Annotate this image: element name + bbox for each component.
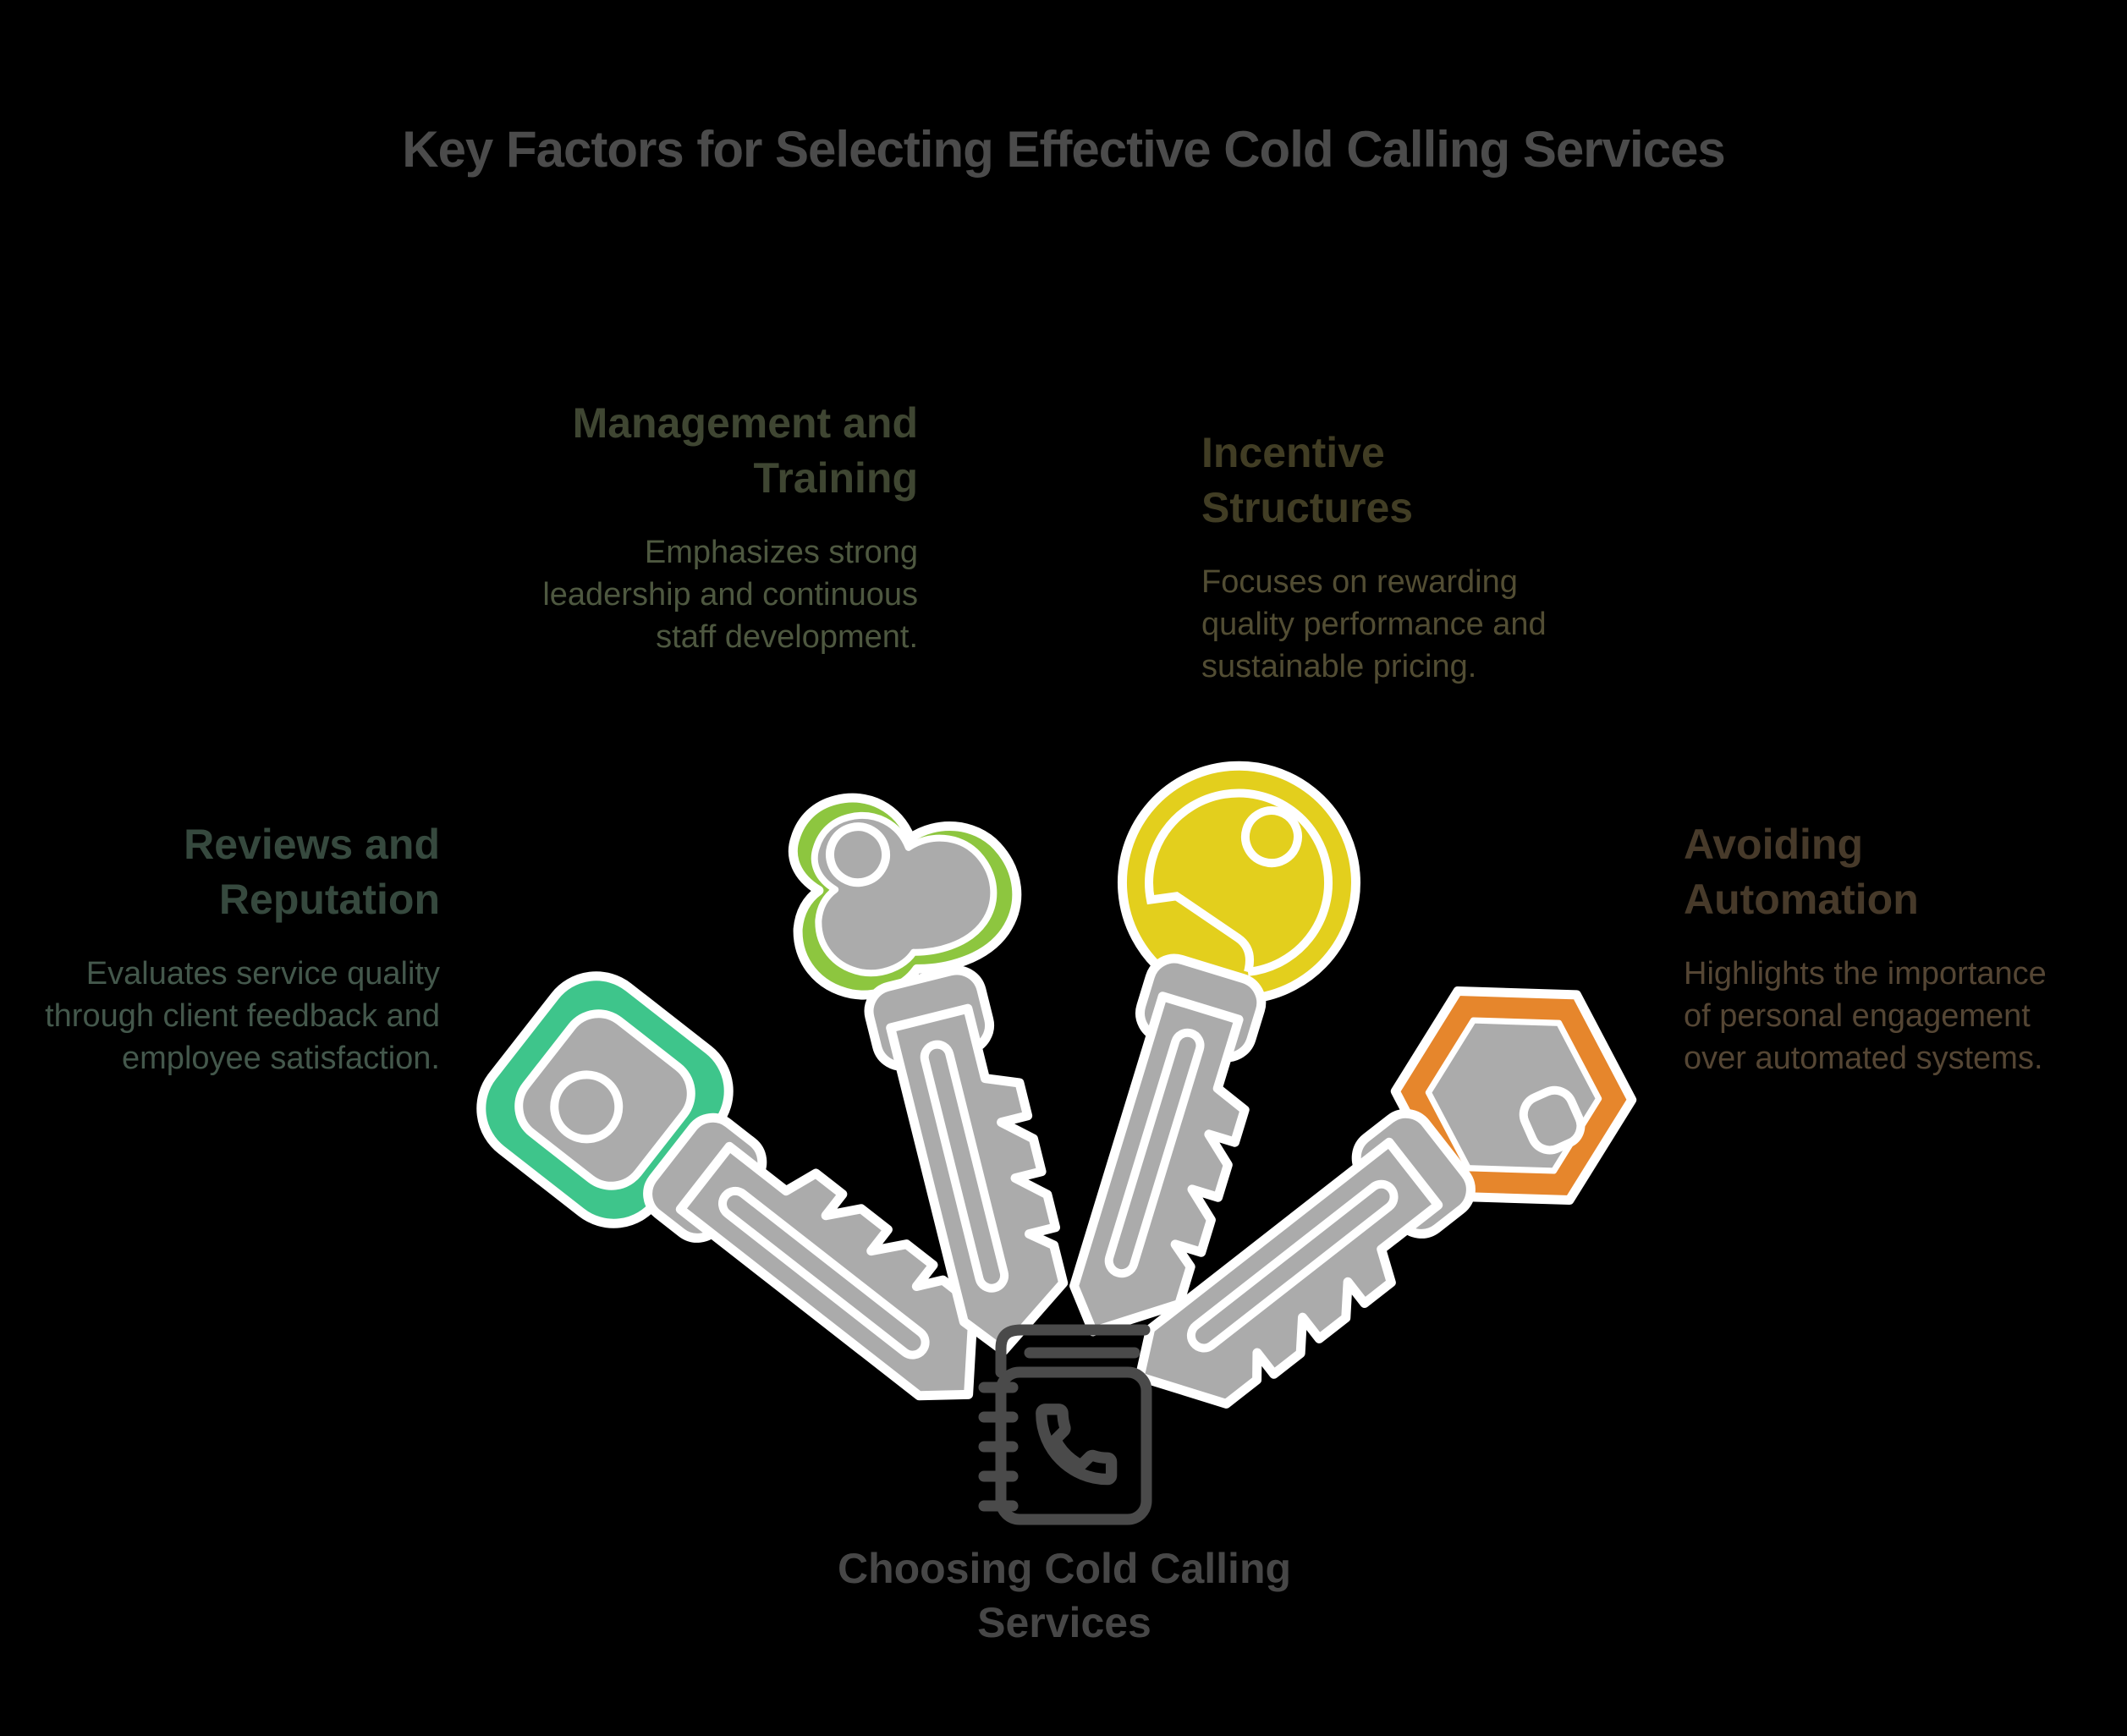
book-cover-flap (995, 1324, 1151, 1378)
key-icon-avoiding-orange (1135, 911, 1697, 1409)
key-icon-reviews-teal (476, 971, 979, 1401)
factor-heading-management-and-training: Management and Training (572, 399, 918, 502)
factor-heading-avoiding-automation: Avoiding Automation (1684, 821, 1919, 923)
key-head-ring-yellow (1145, 788, 1333, 976)
factor-heading-reviews-and-reputation: Reviews and Reputation (184, 821, 440, 923)
key-groove-teal (718, 1186, 930, 1360)
phone-handset-icon (1036, 1404, 1118, 1486)
factor-management-and-training: Management and Training Emphasizes stron… (520, 396, 918, 658)
factor-description-avoiding-automation: Highlights the importance of personal en… (1684, 956, 2047, 1076)
key-hole-lime (826, 822, 891, 887)
center-label: Choosing Cold Calling Services (837, 1545, 1292, 1646)
key-groove-yellow (1104, 1028, 1205, 1278)
key-hole-yellow (1240, 806, 1302, 868)
key-groove-lime (920, 1040, 1009, 1293)
factor-incentive-structures: Incentive Structures Focuses on rewardin… (1201, 426, 1608, 688)
key-groove-orange (1186, 1179, 1399, 1353)
factor-heading-incentive-structures: Incentive Structures (1201, 429, 1414, 531)
page-title: Key Factors for Selecting Effective Cold… (402, 121, 1726, 178)
key-icon-management-lime (736, 739, 1069, 1356)
key-hole-teal (550, 1070, 624, 1144)
key-icon-incentive-yellow (1069, 761, 1360, 1337)
factor-description-management-and-training: Emphasizes strong leadership and continu… (542, 535, 918, 655)
factor-description-reviews-and-reputation: Evaluates service quality through client… (45, 956, 440, 1076)
phone-book-strokes (978, 1324, 1152, 1525)
factor-description-incentive-structures: Focuses on rewarding quality performance… (1201, 564, 1547, 684)
key-hole-orange (1519, 1085, 1586, 1155)
book-cover (995, 1366, 1152, 1525)
phone-book-icon (978, 1324, 1152, 1525)
book-binder-rings (978, 1382, 1019, 1512)
factor-avoiding-automation: Avoiding Automation Highlights the impor… (1684, 817, 2081, 1080)
factor-reviews-and-reputation: Reviews and Reputation Evaluates service… (25, 817, 440, 1080)
